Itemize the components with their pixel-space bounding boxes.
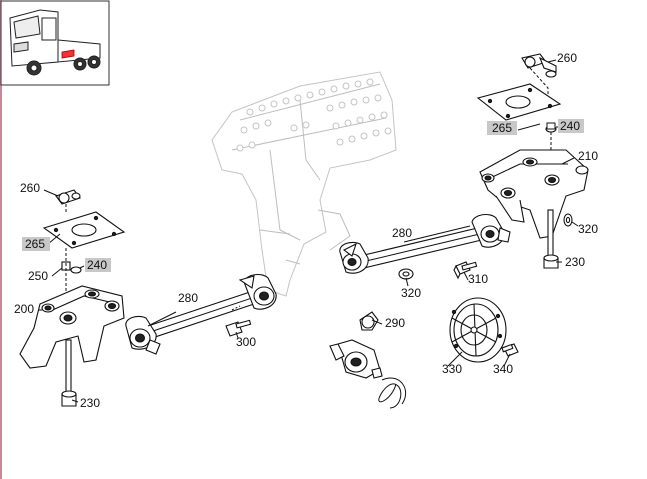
callout-265-left[interactable]: 265 bbox=[25, 237, 45, 251]
bracket-assembly-left[interactable] bbox=[19, 189, 126, 407]
callout-320-mid[interactable]: 320 bbox=[401, 286, 421, 300]
highlight-240-left bbox=[85, 258, 111, 272]
washer-320-mid[interactable] bbox=[398, 268, 414, 280]
callout-300[interactable]: 300 bbox=[236, 335, 256, 349]
torque-rod-280-lower[interactable] bbox=[125, 273, 277, 355]
frame-border bbox=[0, 0, 2, 479]
callout-250[interactable]: 250 bbox=[28, 269, 48, 283]
callout-240-right[interactable]: 240 bbox=[560, 119, 580, 133]
callout-260-left[interactable]: 260 bbox=[20, 181, 40, 195]
lever-260-left bbox=[55, 189, 81, 205]
bolt-340[interactable] bbox=[501, 343, 519, 357]
torque-rod-280-upper[interactable] bbox=[339, 213, 511, 274]
bracket-assembly-right[interactable] bbox=[476, 53, 589, 269]
washer-240-left bbox=[70, 266, 82, 274]
callout-230-right[interactable]: 230 bbox=[565, 255, 585, 269]
callout-labels: 260 265 240 210 320 230 280 320 310 290 … bbox=[14, 51, 598, 410]
callout-265-right[interactable]: 265 bbox=[492, 121, 512, 135]
bush-290[interactable] bbox=[329, 311, 407, 409]
callout-240-left[interactable]: 240 bbox=[87, 258, 107, 272]
cover-plate-330[interactable] bbox=[449, 297, 507, 363]
highlight-240-right bbox=[558, 119, 584, 133]
leader-lines bbox=[38, 59, 579, 403]
chassis-frame-ghost bbox=[211, 71, 397, 297]
callout-280-upper[interactable]: 280 bbox=[392, 226, 412, 240]
callout-310[interactable]: 310 bbox=[468, 272, 488, 286]
callout-260-right[interactable]: 260 bbox=[557, 51, 577, 65]
bolt-310[interactable] bbox=[453, 261, 478, 280]
callout-200[interactable]: 200 bbox=[14, 302, 34, 316]
truck-thumbnail[interactable] bbox=[0, 0, 110, 86]
callout-290[interactable]: 290 bbox=[385, 316, 405, 330]
highlight-265-left bbox=[22, 237, 50, 251]
callout-230-left[interactable]: 230 bbox=[80, 396, 100, 410]
bolt-300[interactable] bbox=[225, 319, 252, 337]
callout-210[interactable]: 210 bbox=[578, 149, 598, 163]
highlight-265-right bbox=[487, 121, 517, 135]
lever-260-right bbox=[521, 53, 557, 78]
callout-280-lower[interactable]: 280 bbox=[178, 291, 198, 305]
callout-340[interactable]: 340 bbox=[493, 362, 513, 376]
callout-320-right[interactable]: 320 bbox=[578, 222, 598, 236]
callout-330[interactable]: 330 bbox=[442, 362, 462, 376]
